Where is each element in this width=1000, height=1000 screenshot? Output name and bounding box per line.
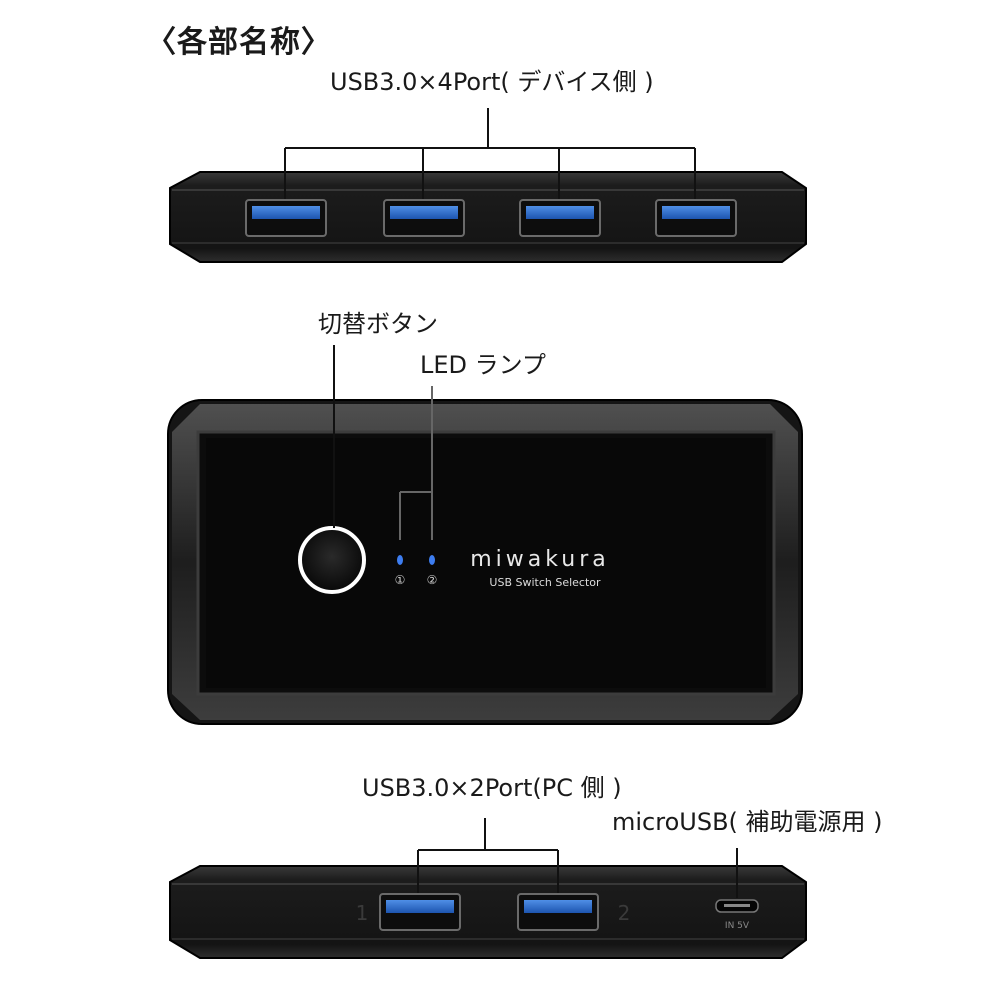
switch-button [298, 526, 366, 594]
usb-port-device-2 [383, 199, 465, 237]
port-1-number: 1 [356, 901, 369, 925]
device-ports-label: USB3.0×4Port( デバイス側 ) [330, 68, 654, 96]
led-lamp-label: LED ランプ [420, 351, 546, 379]
micro-usb-label: microUSB( 補助電源用 ) [612, 808, 883, 836]
usb-port-device-4 [655, 199, 737, 237]
usb-port-device-3 [519, 199, 601, 237]
usb-port-device-1 [245, 199, 327, 237]
pc-ports-leader [417, 818, 559, 900]
device-side-view [169, 108, 807, 263]
micro-usb-port [715, 899, 759, 913]
device-ports-leader [284, 108, 696, 200]
pc-ports-label: USB3.0×2Port(PC 側 ) [362, 774, 622, 802]
led-2 [429, 555, 435, 565]
usb-port-pc-2 [517, 893, 599, 931]
brand-logo: miwakura [470, 547, 610, 572]
led-2-number: ② [427, 573, 438, 587]
switch-button-label: 切替ボタン [318, 310, 438, 338]
device-top-view: ① ② miwakura USB Switch Selector [167, 345, 803, 725]
led-lamp-leader [399, 386, 433, 540]
model-name: USB Switch Selector [489, 576, 601, 589]
usb-port-pc-1 [379, 893, 461, 931]
port-2-number: 2 [618, 901, 631, 925]
page-heading: 〈各部名称〉 [146, 25, 332, 60]
power-marking: IN 5V [725, 921, 750, 931]
led-1-number: ① [395, 573, 406, 587]
pc-side-view: 1 2 IN 5V [169, 818, 807, 959]
led-1 [397, 555, 403, 565]
